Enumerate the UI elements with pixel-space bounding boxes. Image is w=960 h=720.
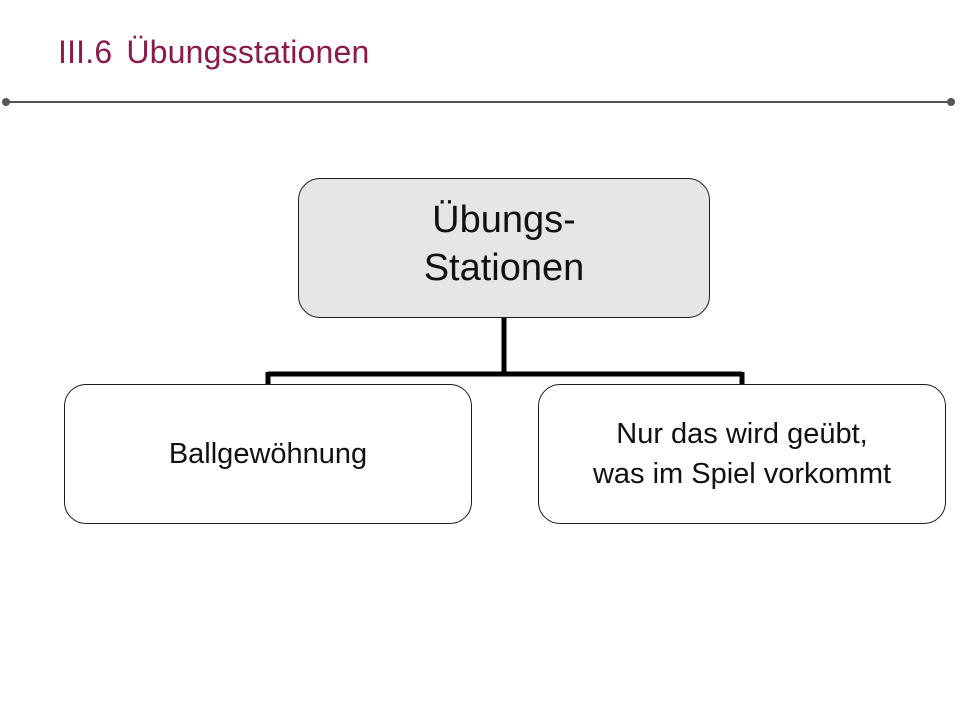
- slide-title: III.6 Übungsstationen: [58, 34, 370, 71]
- slide-title-text: Übungsstationen: [126, 34, 370, 70]
- child-node-right-line-1: Nur das wird geübt,: [616, 418, 868, 450]
- rule-right-dot: [947, 98, 955, 106]
- root-node-line-1: Übungs-: [432, 199, 576, 241]
- root-node: Übungs- Stationen: [298, 178, 710, 318]
- child-node-left-line-1: Ballgewöhnung: [168, 438, 368, 470]
- child-node-game-practice: Nur das wird geübt, was im Spiel vorkomm…: [538, 384, 946, 524]
- slide-title-number: III.6: [58, 34, 113, 70]
- root-node-line-2: Stationen: [423, 247, 585, 289]
- child-node-right-line-2: was im Spiel vorkommt: [592, 458, 892, 490]
- title-divider-line: [6, 101, 950, 103]
- child-node-ballgewoehnung: Ballgewöhnung: [64, 384, 472, 524]
